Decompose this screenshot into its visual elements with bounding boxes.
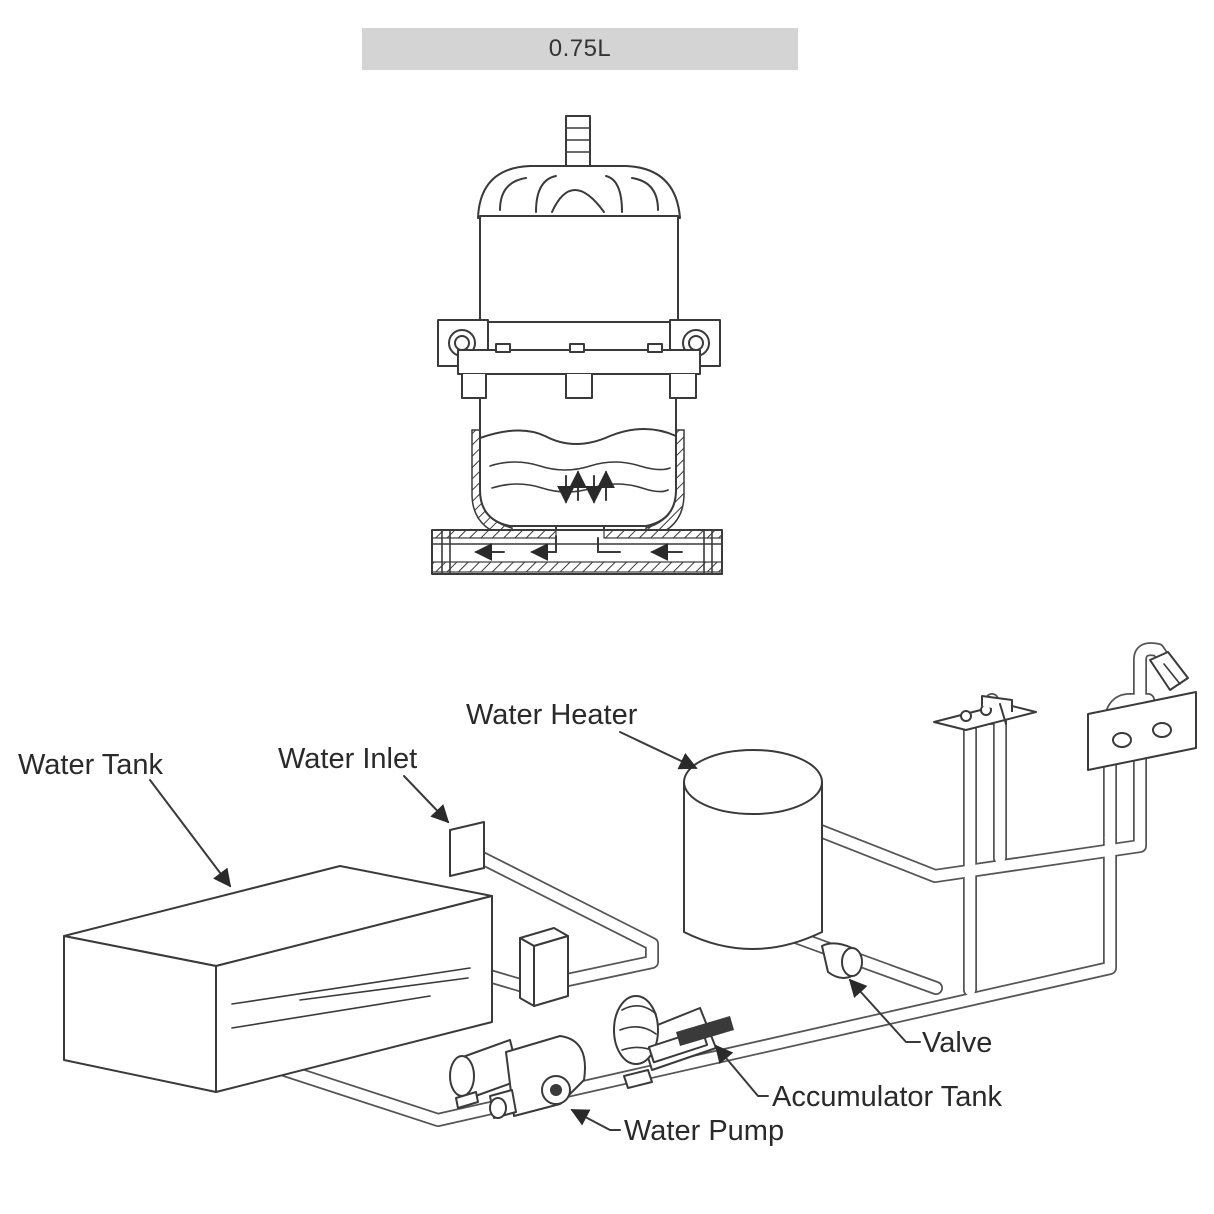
clamp-ring [457, 349, 701, 375]
label-water-pump: Water Pump [624, 1115, 784, 1147]
upper-body [479, 215, 679, 323]
plumbing-system: Water Tank Water Inlet Water Heater Valv… [18, 642, 1197, 1147]
label-water-inlet: Water Inlet [278, 743, 417, 775]
filter-box [519, 927, 569, 1007]
faucet-assembly [933, 695, 1037, 731]
label-water-heater: Water Heater [466, 699, 638, 731]
label-water-tank: Water Tank [18, 749, 164, 781]
valve [821, 942, 863, 979]
water-surface [479, 428, 677, 445]
top-nozzle [565, 115, 591, 169]
water-pump-unit [449, 1035, 586, 1119]
capacity-banner: 0.75L [362, 28, 798, 70]
leader-lines [149, 731, 921, 1131]
capacity-label: 0.75L [548, 35, 612, 62]
water-heater [683, 749, 823, 950]
water-tank [63, 865, 493, 1093]
domed-cap [477, 165, 681, 219]
shower-panel [1087, 651, 1197, 771]
accumulator-tank-unit [613, 995, 734, 1089]
accumulator-cutaway [431, 115, 723, 575]
label-valve: Valve [922, 1027, 992, 1059]
water-inlet-plate [449, 821, 485, 877]
label-accumulator-tank: Accumulator Tank [772, 1081, 1002, 1113]
